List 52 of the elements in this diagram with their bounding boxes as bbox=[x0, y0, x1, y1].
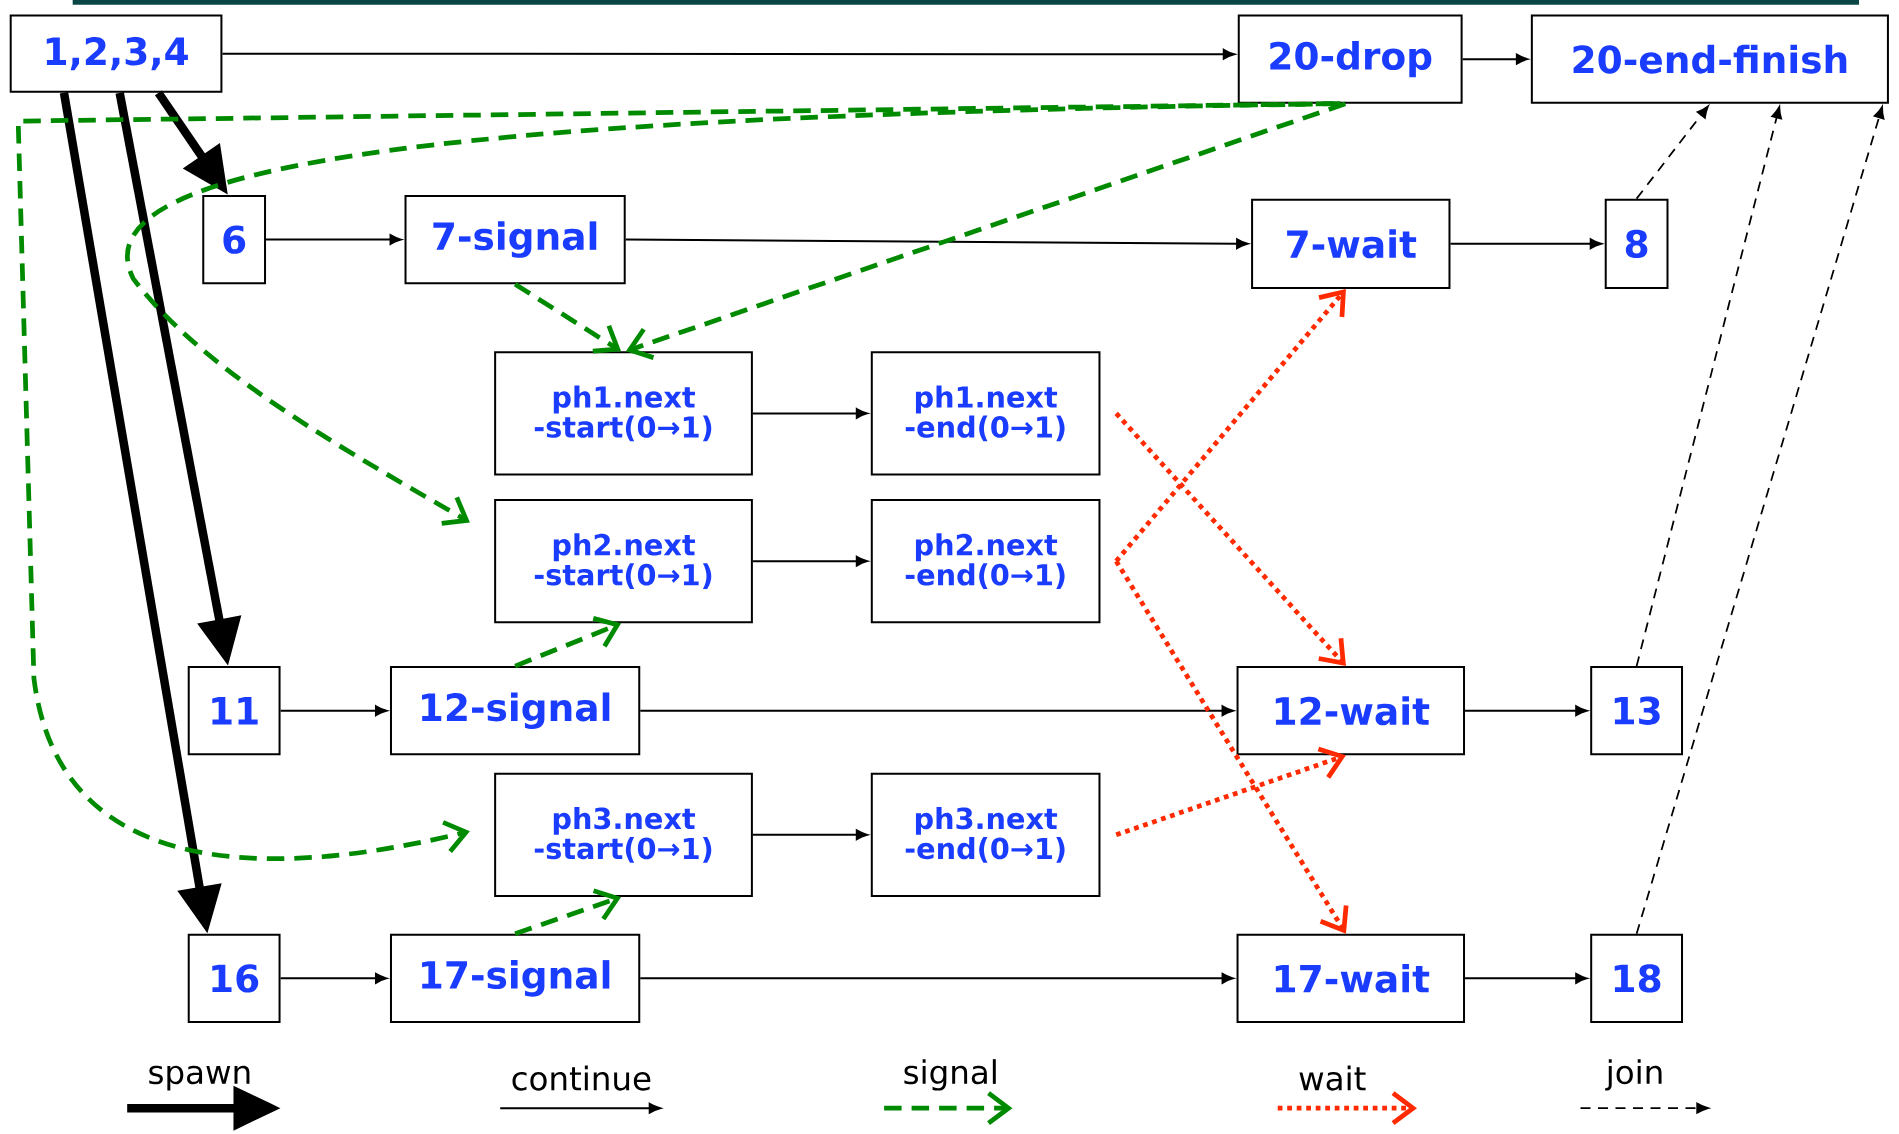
process-box: 12-signal bbox=[390, 666, 641, 756]
arrow bbox=[15, 101, 1334, 861]
process-box: 7-wait bbox=[1251, 198, 1451, 290]
process-box: 11 bbox=[187, 666, 281, 756]
process-box: ph2.next -start(0→1) bbox=[494, 499, 753, 624]
arrow bbox=[624, 238, 1249, 250]
arrow bbox=[751, 408, 869, 419]
arrow bbox=[279, 705, 388, 717]
process-box: 20-drop bbox=[1237, 14, 1463, 104]
arrow bbox=[279, 972, 388, 984]
arrow bbox=[221, 48, 1235, 60]
arrow bbox=[1115, 746, 1346, 838]
process-box: ph1.next -start(0→1) bbox=[494, 351, 753, 476]
arrow bbox=[1635, 106, 1782, 667]
arrow bbox=[1635, 106, 1885, 935]
process-box: 20-end-finish bbox=[1530, 14, 1889, 104]
arrow bbox=[1464, 972, 1588, 984]
legend-label: spawn bbox=[149, 1065, 250, 1091]
arrow bbox=[625, 101, 1347, 360]
process-box: 8 bbox=[1604, 198, 1669, 290]
arrow bbox=[1461, 53, 1529, 65]
arrow bbox=[1114, 559, 1349, 934]
arrow bbox=[751, 555, 869, 567]
process-box: ph1.next -end(0→1) bbox=[870, 351, 1101, 476]
arrow bbox=[1449, 238, 1602, 250]
arrow bbox=[514, 616, 622, 669]
process-box: 17-signal bbox=[390, 933, 641, 1023]
process-box: 17-wait bbox=[1236, 933, 1466, 1023]
legend-label: join bbox=[1605, 1059, 1662, 1091]
legend-label: wait bbox=[1299, 1065, 1366, 1091]
process-box: 7-signal bbox=[404, 195, 626, 285]
arrow bbox=[126, 101, 1341, 526]
process-box: 18 bbox=[1590, 933, 1683, 1023]
process-box: ph2.next -end(0→1) bbox=[870, 499, 1101, 624]
arrow bbox=[751, 829, 869, 841]
arrow bbox=[639, 705, 1234, 717]
arrow bbox=[1114, 411, 1346, 667]
legend-label: continue bbox=[512, 1065, 651, 1091]
process-box: 6 bbox=[202, 195, 267, 285]
arrow bbox=[1464, 705, 1588, 717]
process-box: 1,2,3,4 bbox=[9, 14, 223, 93]
arrow bbox=[265, 234, 402, 245]
arrow bbox=[1114, 289, 1346, 563]
arrow bbox=[639, 972, 1234, 984]
arrow bbox=[513, 282, 622, 354]
process-box: 13 bbox=[1590, 666, 1683, 756]
legend-label: signal bbox=[904, 1059, 996, 1091]
process-box: ph3.next -end(0→1) bbox=[870, 772, 1101, 897]
process-box: 16 bbox=[187, 933, 281, 1023]
process-box: ph3.next -start(0→1) bbox=[494, 772, 753, 897]
arrow bbox=[1635, 105, 1709, 200]
process-box: 12-wait bbox=[1236, 666, 1466, 756]
